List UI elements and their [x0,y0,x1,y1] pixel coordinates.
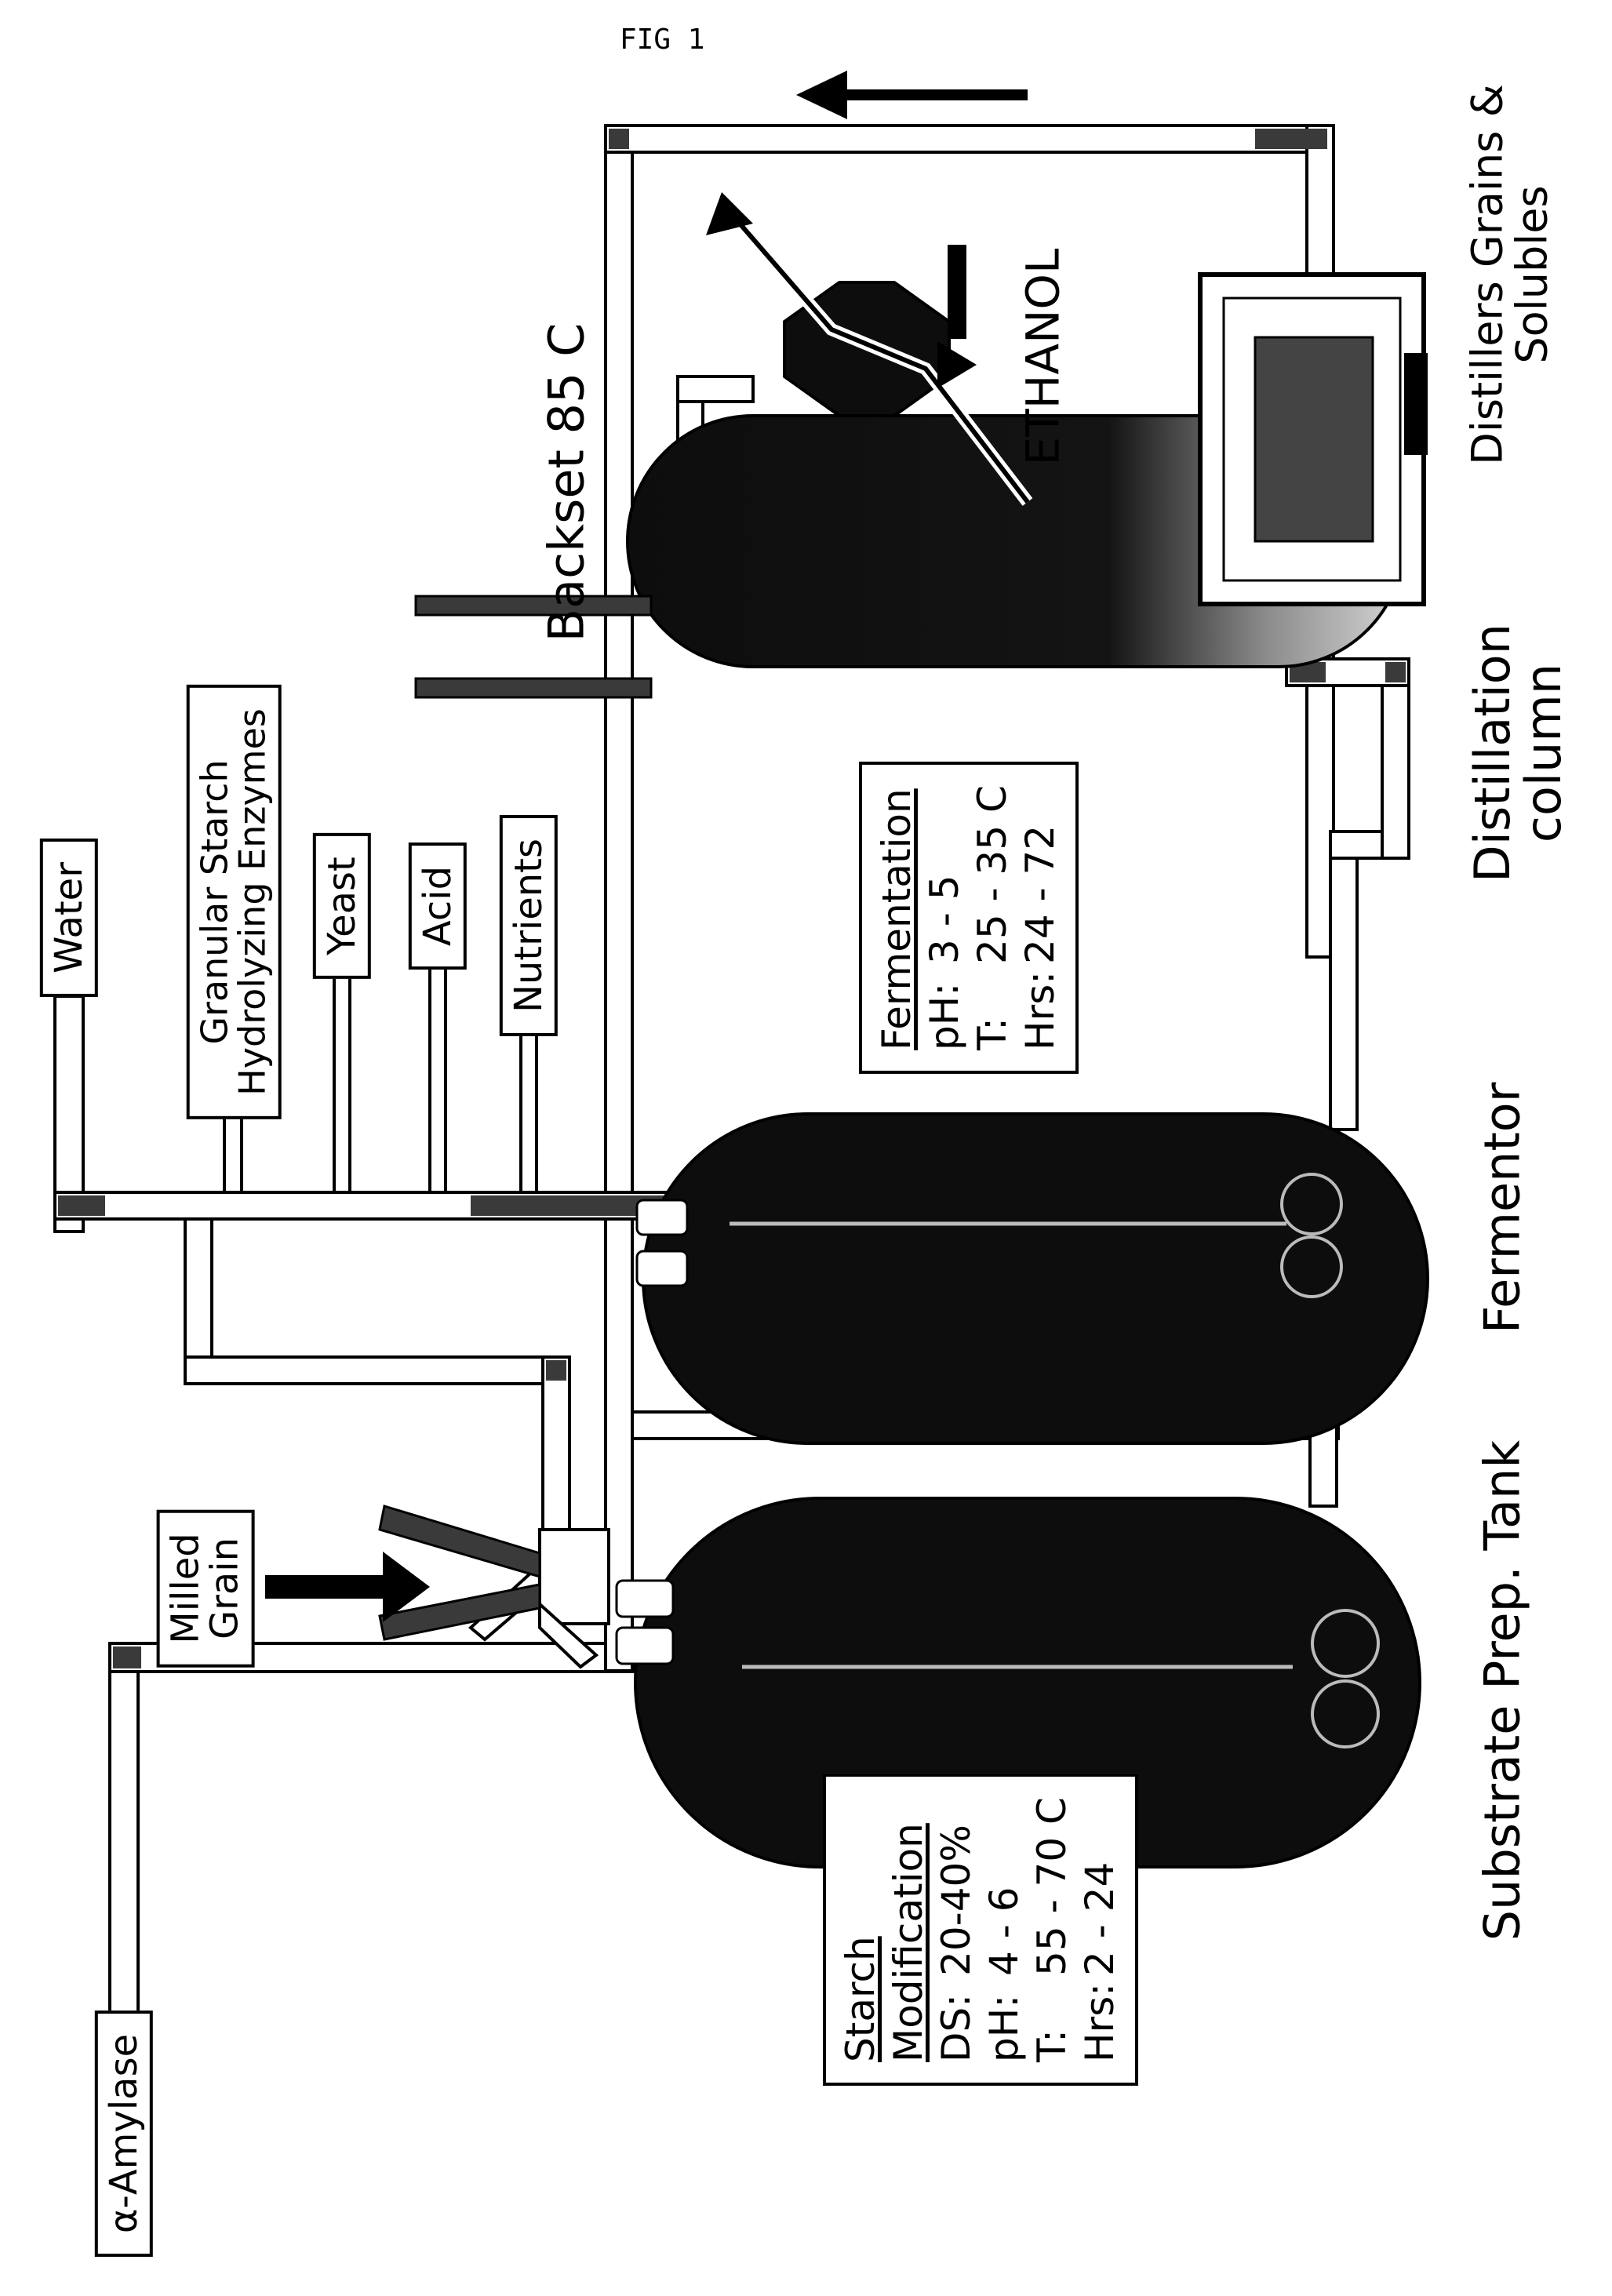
pipe-backset-top [606,126,1330,152]
starch-modification-box: Starch Modification DS:20-40% pH:4 - 6 T… [823,1774,1138,2086]
pipe-backset-main [606,126,632,1671]
distillation-column-label: Distillation column [1467,624,1569,882]
ddgs-label: Distillers Grains & Solubles [1465,84,1554,464]
starch-heading-1: Starch [837,1797,885,2062]
ethanol-label: ETHANOL [1020,249,1068,466]
starch-row-t: T:55 - 70 C [1028,1797,1076,2062]
yeast-box: Yeast [313,833,371,979]
ddgs-label-1: Distillers Grains & [1462,84,1512,464]
pipe-to-condenser [678,377,753,402]
starch-row-hrs: Hrs:2 - 24 [1076,1797,1124,2062]
starch-row-ph: pH:4 - 6 [981,1797,1028,2062]
fermentation-heading: Fermentation [873,785,921,1050]
grain-hopper [540,1530,609,1624]
alpha-amylase-label: α-Amylase [102,2034,146,2233]
granular-enzymes-box: Granular Starch Hydrolyzing Enzymes [187,685,282,1119]
substrate-tank-label: Substrate Prep. Tank [1476,1440,1527,1941]
milled-grain-label-2: Grain [203,1537,247,1639]
alpha-amylase-box: α-Amylase [95,2010,153,2257]
acid-box: Acid [409,842,467,970]
starch-heading-2: Modification [885,1797,933,2062]
pipe-to-column-bottom [1382,659,1409,858]
ddgs-label-2: Solubles [1507,185,1556,363]
ferm-row-ph: pH:3 - 5 [921,785,969,1050]
pipe-fermentor-out [1330,831,1357,1130]
pipe-amylase-vertical [110,1643,138,2028]
yeast-label: Yeast [320,857,364,955]
acid-label: Acid [416,866,460,946]
pipe-acid-stub [430,965,446,1192]
milled-grain-box: Milled Grain [157,1509,255,1667]
fermentation-box: Fermentation pH:3 - 5 T:25 - 35 C Hrs:24… [859,762,1079,1074]
water-label: Water [47,862,91,973]
granular-enzymes-label-1: Granular Starch [194,759,236,1044]
flow-direction-arrow [796,71,1028,119]
starch-row-ds: DS:20-40% [933,1797,981,2062]
ferm-row-t: T:25 - 35 C [969,785,1017,1050]
water-box: Water [40,839,98,997]
backset-label: Backset 85 C [540,323,591,642]
milled-grain-label-1: Milled [164,1533,208,1643]
granular-enzymes-label-2: Hydrolyzing Enzymes [231,708,274,1096]
pipe-yeast-stub [334,965,350,1192]
ferm-row-hrs: Hrs:24 - 72 [1017,785,1064,1050]
fermentor-label: Fermentor [1476,1083,1527,1334]
distillation-label-2: column [1515,664,1572,842]
ddgs-outlet-arrow [1404,353,1428,455]
nutrients-label: Nutrients [507,839,551,1013]
pipe-transfer-up [543,1357,569,1530]
fermentor-tank [643,1114,1428,1443]
nutrients-box: Nutrients [500,815,558,1036]
distillation-label-1: Distillation [1464,624,1521,882]
pipe-transfer-h [185,1357,569,1384]
